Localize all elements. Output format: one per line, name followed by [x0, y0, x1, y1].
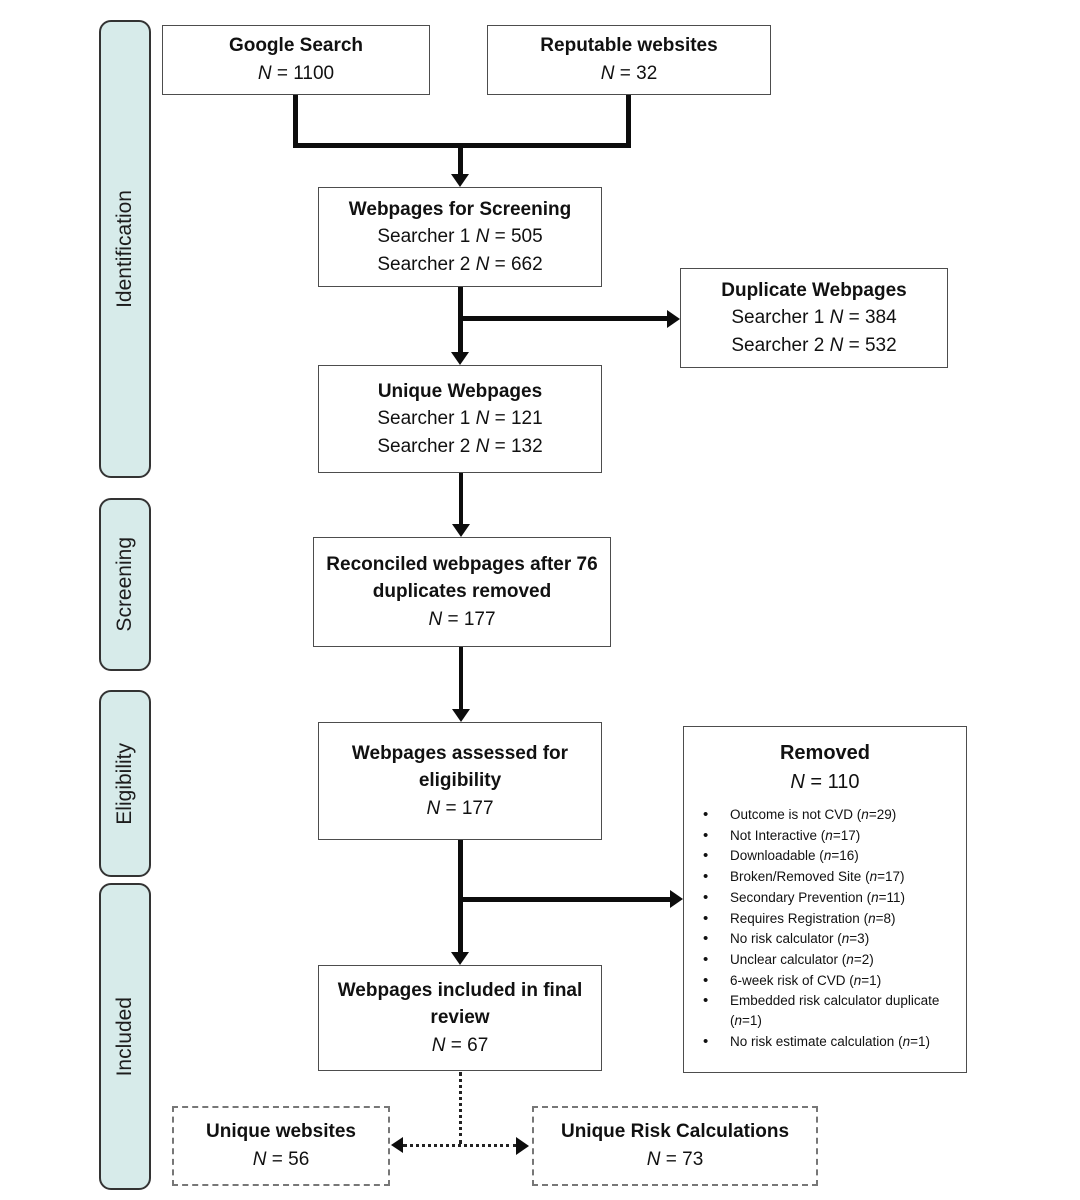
stage-label: Screening — [113, 537, 136, 632]
box-line: N = 110 — [790, 771, 860, 793]
box-webpages-for-screening: Webpages for Screening Searcher 1 N = 50… — [318, 187, 602, 287]
box-included-final-review: Webpages included in final review N = 67 — [318, 965, 602, 1071]
list-item: Requires Registration (n=8) — [690, 908, 960, 930]
dotted-connector-line — [459, 1072, 462, 1144]
box-google-search: Google Search N = 1100 — [162, 25, 430, 95]
box-line: Searcher 2 N = 662 — [377, 253, 543, 275]
arrowhead-right-icon — [670, 890, 683, 908]
connector-line — [458, 840, 463, 953]
box-line: N = 1100 — [257, 63, 335, 84]
list-item: Unclear calculator (n=2) — [690, 949, 960, 971]
arrowhead-down-icon — [451, 352, 469, 365]
connector-line — [460, 897, 670, 902]
arrowhead-left-icon — [391, 1137, 403, 1153]
list-item: Not Interactive (n=17) — [690, 825, 960, 847]
list-item: Embedded risk calculator duplicate (n=1) — [690, 990, 960, 1030]
box-unique-risk-calculations: Unique Risk Calculations N = 73 — [532, 1106, 818, 1186]
connector-line — [459, 647, 463, 710]
box-line: N = 177 — [426, 797, 494, 819]
arrowhead-right-icon — [516, 1137, 529, 1155]
box-unique-webpages: Unique Webpages Searcher 1 N = 121 Searc… — [318, 365, 602, 473]
stage-label: Identification — [113, 190, 136, 308]
stage-label: Eligibility — [113, 742, 136, 825]
stage-screening: Screening — [99, 498, 151, 671]
list-item: 6-week risk of CVD (n=1) — [690, 970, 960, 992]
stage-identification: Identification — [99, 20, 151, 478]
box-title: Removed — [779, 742, 871, 764]
arrowhead-down-icon — [452, 709, 470, 722]
box-title: Webpages assessed for eligibility — [351, 742, 569, 792]
connector-line — [458, 146, 463, 176]
list-item: Outcome is not CVD (n=29) — [690, 804, 960, 826]
box-title: Reputable websites — [540, 35, 718, 57]
box-duplicate-webpages: Duplicate Webpages Searcher 1 N = 384 Se… — [680, 268, 948, 368]
dotted-connector-line — [403, 1144, 517, 1147]
stage-included: Included — [99, 883, 151, 1190]
stage-label: Included — [113, 996, 136, 1077]
box-assessed-eligibility: Webpages assessed for eligibility N = 17… — [318, 722, 602, 840]
box-line: N = 73 — [646, 1149, 704, 1170]
arrowhead-down-icon — [451, 952, 469, 965]
box-title: Unique Risk Calculations — [560, 1121, 790, 1143]
connector-line — [460, 316, 668, 321]
list-item: No risk estimate calculation (n=1) — [690, 1031, 960, 1053]
box-line: Searcher 2 N = 532 — [731, 334, 897, 356]
list-item: Broken/Removed Site (n=17) — [690, 866, 960, 888]
box-line: N = 56 — [252, 1149, 310, 1170]
box-unique-websites: Unique websites N = 56 — [172, 1106, 390, 1186]
arrowhead-down-icon — [451, 174, 469, 187]
connector-line — [293, 143, 631, 148]
box-line: Searcher 1 N = 121 — [377, 408, 543, 430]
box-title: Reconciled webpages after 76 duplicates … — [326, 553, 598, 603]
box-title: Duplicate Webpages — [721, 279, 907, 301]
connector-line — [293, 95, 298, 146]
box-line: Searcher 1 N = 384 — [731, 307, 897, 329]
box-title: Google Search — [228, 35, 364, 57]
arrowhead-right-icon — [667, 310, 680, 328]
connector-line — [459, 473, 463, 525]
box-line: N = 67 — [431, 1034, 489, 1056]
box-removed: Removed N = 110 Outcome is not CVD (n=29… — [683, 726, 967, 1073]
box-title: Unique Webpages — [377, 380, 543, 402]
box-title: Unique websites — [206, 1121, 356, 1143]
connector-line — [626, 95, 631, 146]
box-reconciled-webpages: Reconciled webpages after 76 duplicates … — [313, 537, 611, 647]
box-line: N = 177 — [428, 608, 496, 630]
stage-eligibility: Eligibility — [99, 690, 151, 877]
list-item: Downloadable (n=16) — [690, 845, 960, 867]
box-line: Searcher 1 N = 505 — [377, 226, 543, 248]
list-item: Secondary Prevention (n=11) — [690, 887, 960, 909]
arrowhead-down-icon — [452, 524, 470, 537]
box-line: N = 32 — [600, 63, 658, 84]
box-title: Webpages for Screening — [348, 198, 572, 220]
removed-reasons-list: Outcome is not CVD (n=29) Not Interactiv… — [690, 804, 960, 1053]
box-line: Searcher 2 N = 132 — [377, 435, 543, 457]
box-title: Webpages included in final review — [337, 979, 583, 1029]
list-item: No risk calculator (n=3) — [690, 928, 960, 950]
box-reputable-websites: Reputable websites N = 32 — [487, 25, 771, 95]
